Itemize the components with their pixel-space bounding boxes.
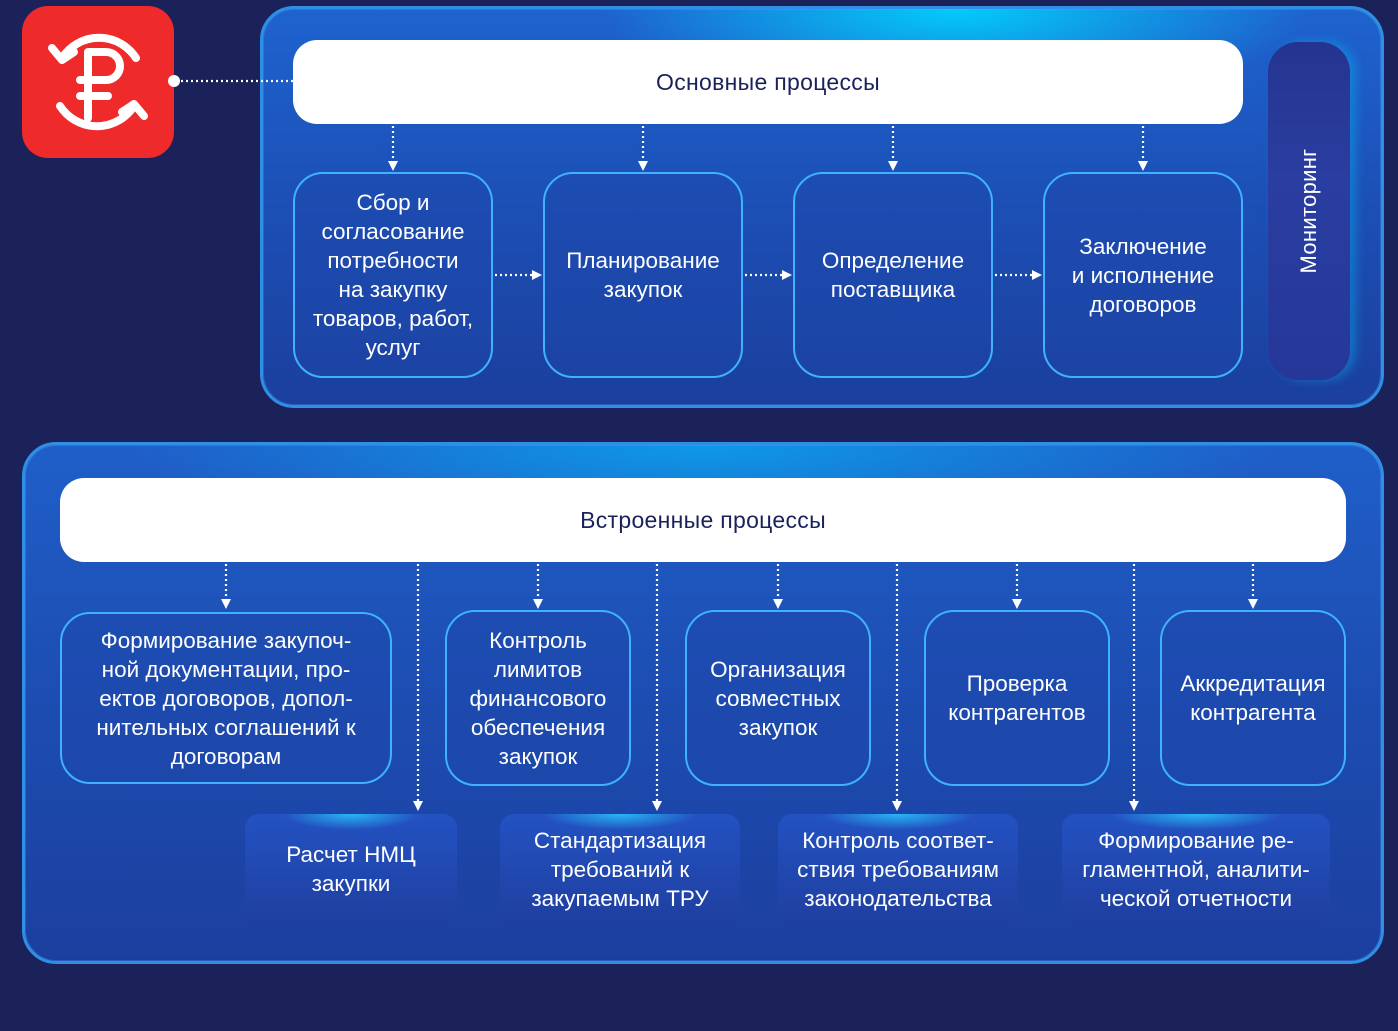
monitoring-bar: Мониторинг	[1268, 42, 1350, 380]
step-contracts: Заключение и исполнение договоров	[1043, 172, 1243, 378]
ruble-cycle-icon	[48, 33, 148, 131]
step-collect-needs: Сбор и согласование потребности на закуп…	[293, 172, 493, 378]
step-supplier-selection: Определение поставщика	[793, 172, 993, 378]
embedded-processes-title: Встроенные процессы	[60, 478, 1346, 562]
embedded-standardization: Стандартизация требований к закупаемым Т…	[500, 814, 740, 924]
logo-connector-dot	[168, 75, 180, 87]
embedded-accreditation: Аккредитация контрагента	[1160, 610, 1346, 786]
embedded-legal-compliance: Контроль соответ- ствия требованиям зако…	[778, 814, 1018, 924]
embedded-nmc-calculation: Расчет НМЦ закупки	[245, 814, 457, 924]
embedded-limits-control: Контроль лимитов финансового обеспечения…	[445, 610, 631, 786]
embedded-documentation: Формирование закупоч- ной документации, …	[60, 612, 392, 784]
step-planning: Планирование закупок	[543, 172, 743, 378]
main-processes-title: Основные процессы	[293, 40, 1243, 124]
embedded-joint-purchases: Организация совместных закупок	[685, 610, 871, 786]
ruble-cycle-logo	[22, 6, 174, 158]
embedded-reporting: Формирование ре- гламентной, аналити- че…	[1062, 814, 1330, 924]
embedded-counterparty-check: Проверка контрагентов	[924, 610, 1110, 786]
